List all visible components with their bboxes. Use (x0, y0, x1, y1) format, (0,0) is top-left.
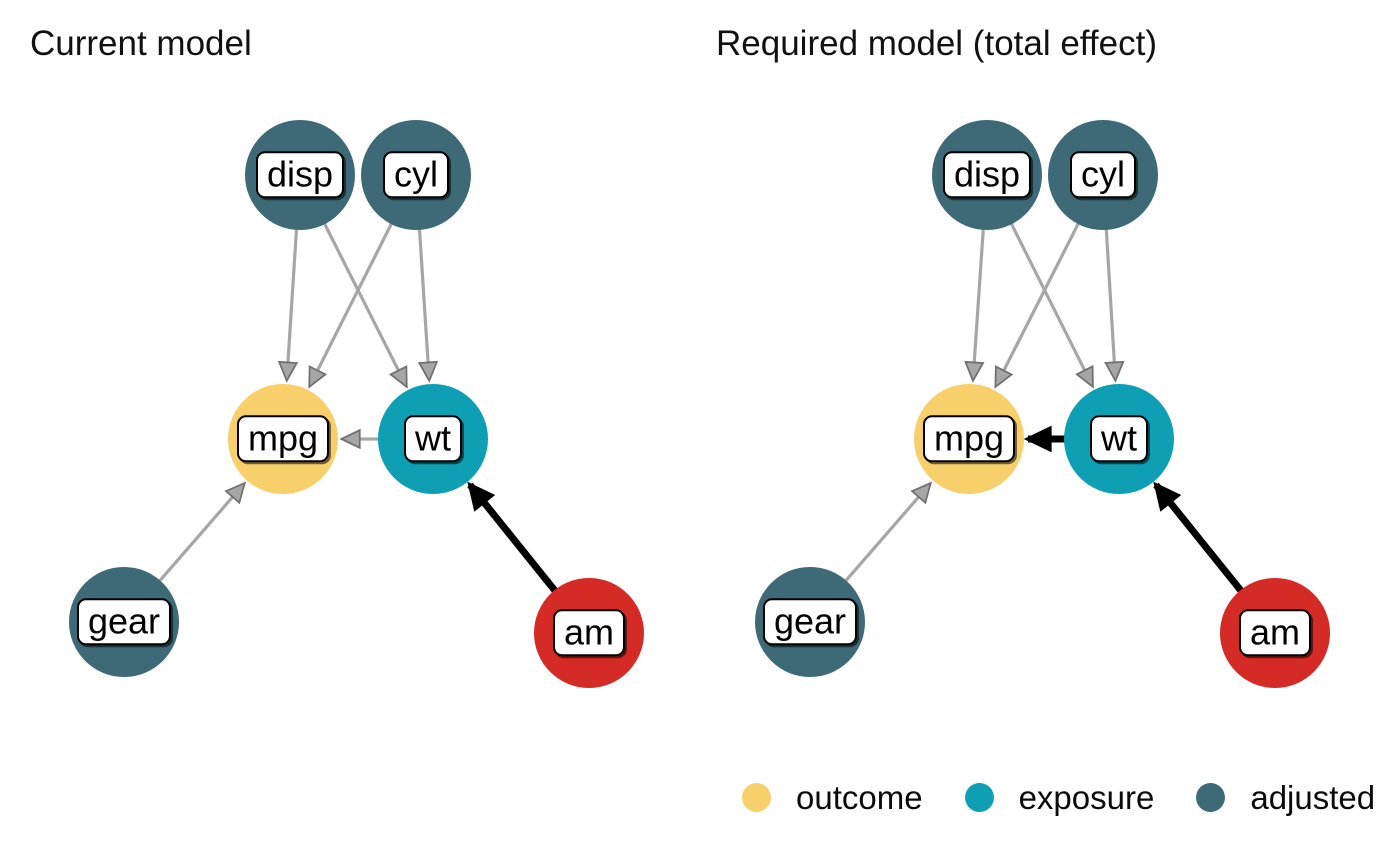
dag-edge-disp-to-wt (1009, 222, 1094, 389)
legend: outcome exposure adjusted (742, 772, 1400, 822)
nodes-layer (69, 120, 1330, 688)
dag-node-label-disp: disp (942, 151, 1032, 199)
legend-item-outcome: outcome (742, 781, 923, 814)
legend-label: outcome (796, 778, 923, 816)
dag-node-label-mpg: mpg (922, 415, 1016, 463)
dag-edge-cyl-to-mpg (994, 221, 1081, 389)
dag-node-label-am: am (552, 609, 626, 657)
dag-edge-disp-to-mpg (964, 228, 985, 383)
dag-node-label-disp: disp (255, 151, 345, 199)
dag-edge-disp-to-wt (322, 221, 408, 389)
dag-node-label-wt: wt (404, 415, 462, 463)
legend-label: exposure (1018, 778, 1155, 816)
dag-edge-cyl-to-wt (1104, 228, 1125, 383)
dag-node-label-gear: gear (76, 598, 172, 646)
legend-item-exposure: exposure (964, 778, 1155, 816)
panel-title-required-model: Required model (total effect) (716, 24, 1157, 63)
dag-node-label-am: am (1238, 609, 1312, 657)
dag-edge-gear-to-mpg (843, 481, 933, 583)
dag-node-label-wt: wt (1090, 415, 1148, 463)
dag-node-label-cyl: cyl (383, 151, 449, 199)
dag-node-label-gear: gear (762, 598, 858, 646)
dag-edge-gear-to-mpg (157, 481, 247, 583)
legend-label: adjusted (1250, 778, 1376, 816)
legend-swatch-icon (742, 782, 771, 812)
dag-edge-am-to-wt (1153, 481, 1245, 594)
legend-item-adjusted: adjusted (1196, 781, 1375, 814)
dag-node-label-mpg: mpg (236, 415, 330, 463)
dag-edge-cyl-to-mpg (308, 221, 394, 389)
panel-title-current-model: Current model (30, 24, 252, 63)
legend-swatch-icon (1196, 782, 1226, 812)
edges-layer (157, 221, 1245, 594)
dag-edge-am-to-wt (467, 481, 559, 594)
legend-swatch-icon (964, 782, 994, 812)
dag-edge-disp-to-mpg (277, 228, 299, 383)
dag-node-label-cyl: cyl (1070, 151, 1136, 199)
dag-edge-cyl-to-wt (417, 228, 439, 383)
